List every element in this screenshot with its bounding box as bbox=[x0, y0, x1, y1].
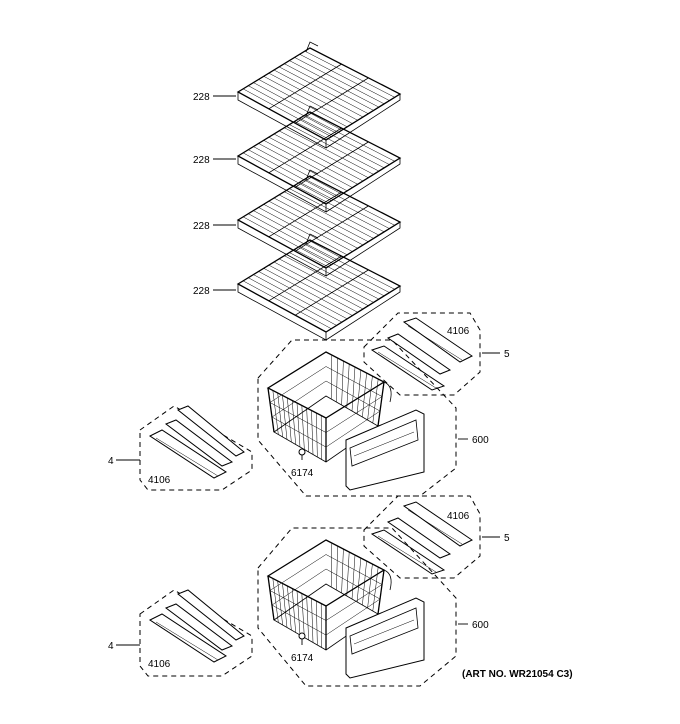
lower-screw-label: 6174 bbox=[291, 653, 314, 664]
upper-left-slide-group[interactable]: 4106 4 bbox=[108, 405, 253, 491]
lower-drawer-group-label: 600 bbox=[472, 620, 489, 631]
upper-right-slide-part-label: 4106 bbox=[447, 326, 470, 337]
art-number: (ART NO. WR21054 C3) bbox=[462, 669, 573, 680]
upper-drawer-group-label: 600 bbox=[472, 435, 489, 446]
shelf-3-callout: 228 bbox=[193, 221, 236, 232]
shelf-1-callout: 228 bbox=[193, 92, 236, 103]
upper-right-slide-group[interactable]: 4106 5 bbox=[363, 312, 510, 396]
lower-screw-icon bbox=[298, 632, 306, 645]
shelf-1-label: 228 bbox=[193, 92, 210, 103]
upper-drawer-group[interactable]: 6174 600 bbox=[257, 339, 489, 497]
upper-drawer-front bbox=[345, 409, 425, 491]
shelf-4-label: 228 bbox=[193, 286, 210, 297]
upper-screw-label: 6174 bbox=[291, 468, 314, 479]
upper-screw-icon bbox=[298, 448, 306, 460]
upper-left-slide-group-label: 4 bbox=[108, 456, 114, 467]
upper-left-slide-part-label: 4106 bbox=[148, 475, 171, 486]
lower-drawer-group[interactable]: 6174 600 bbox=[257, 527, 489, 687]
upper-right-slide-group-label: 5 bbox=[504, 349, 510, 360]
lower-right-slide-group[interactable]: 4106 5 bbox=[363, 495, 510, 579]
shelf-2-callout: 228 bbox=[193, 155, 236, 166]
shelf-2-label: 228 bbox=[193, 155, 210, 166]
shelf-1[interactable] bbox=[236, 41, 402, 149]
lower-right-slide-part-label: 4106 bbox=[447, 511, 470, 522]
lower-drawer-front bbox=[345, 597, 425, 679]
lower-right-slide-group-label: 5 bbox=[504, 533, 510, 544]
shelf-4[interactable] bbox=[236, 233, 402, 341]
lower-left-slide-part-label: 4106 bbox=[148, 659, 171, 670]
shelf-4-callout: 228 bbox=[193, 286, 236, 297]
shelf-3-label: 228 bbox=[193, 221, 210, 232]
lower-left-slide-group[interactable]: 4106 4 bbox=[108, 589, 253, 677]
lower-left-slide-group-label: 4 bbox=[108, 641, 114, 652]
shelf-2[interactable] bbox=[236, 105, 402, 213]
shelf-3[interactable] bbox=[236, 169, 402, 277]
